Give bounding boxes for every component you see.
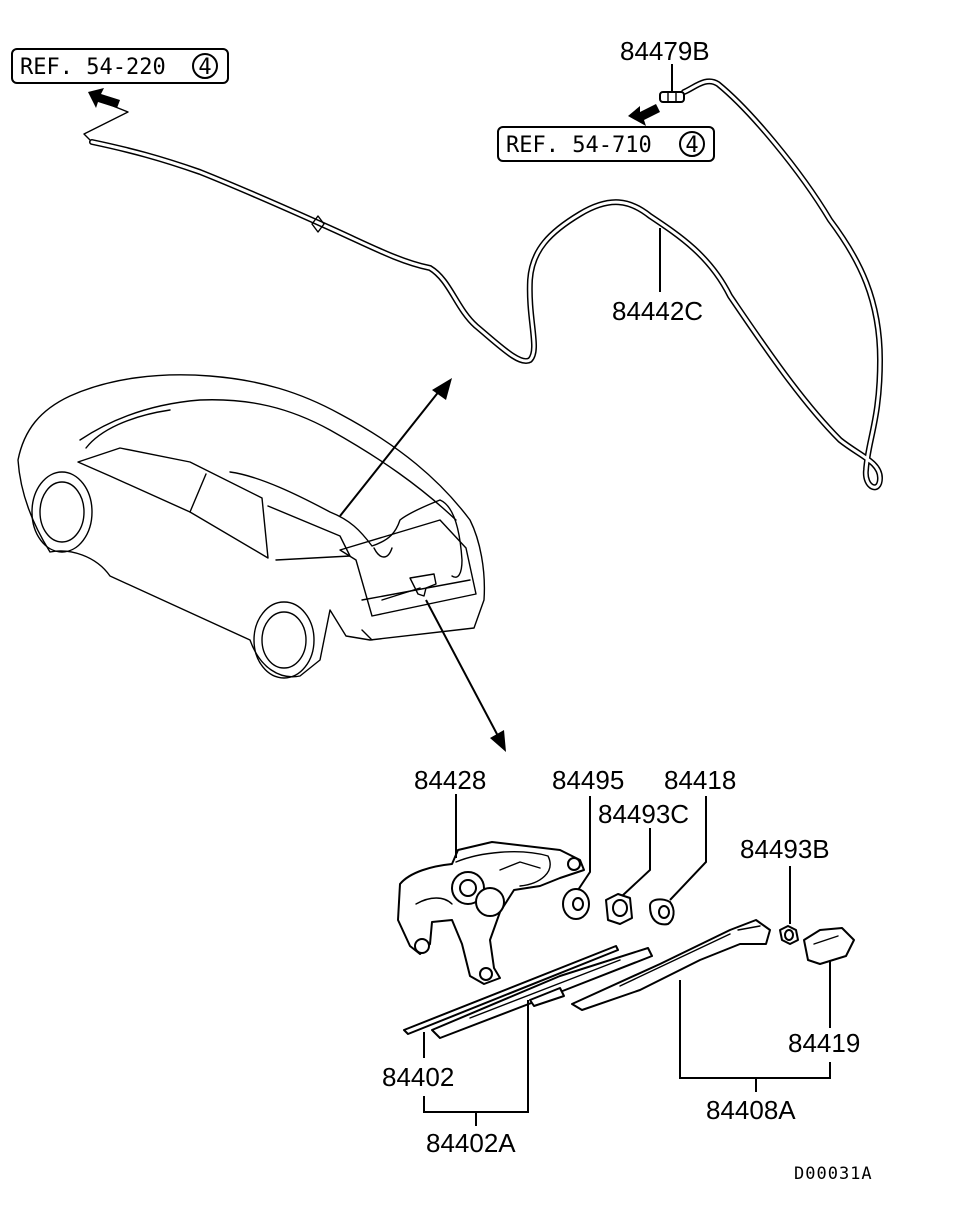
part-label-84493B[interactable]: 84493B — [740, 834, 830, 864]
part-label-84402[interactable]: 84402 — [382, 1062, 454, 1092]
washer-84495 — [562, 888, 590, 920]
pointer-arrow-icon — [339, 378, 452, 517]
ref-text-54-710: REF. 54-710 — [506, 133, 652, 158]
ref-box-54-220[interactable]: REF. 54-220 4 — [11, 48, 229, 84]
leader-line — [577, 796, 591, 891]
wiper-blade-84402A — [403, 945, 653, 1039]
circled-number-icon — [192, 53, 218, 79]
part-label-84428[interactable]: 84428 — [414, 765, 486, 795]
wiper-arm-84408A — [571, 919, 771, 1011]
part-label-84408A[interactable]: 84408A — [706, 1095, 796, 1125]
part-label-84442C[interactable]: 84442C — [612, 296, 703, 326]
part-label-84479B[interactable]: 84479B — [620, 36, 710, 66]
vehicle-illustration — [17, 374, 486, 679]
part-label-84402A[interactable]: 84402A — [426, 1128, 516, 1158]
ref-box-54-710[interactable]: REF. 54-710 4 — [497, 126, 715, 162]
diagram-code: D00031A — [794, 1164, 873, 1184]
hose-joint-84479B — [659, 91, 685, 103]
nut-84493B — [779, 925, 799, 945]
part-label-84418[interactable]: 84418 — [664, 765, 736, 795]
ref-circled-number-54-710: 4 — [685, 133, 698, 158]
nut-84493C — [605, 893, 633, 925]
part-label-84419[interactable]: 84419 — [788, 1028, 860, 1058]
part-label-84493C[interactable]: 84493C — [598, 799, 689, 829]
leader-line — [669, 796, 707, 901]
ref-direction-arrow-icon — [628, 104, 660, 126]
ref-direction-arrow-icon — [83, 88, 129, 143]
ref-text-54-220: REF. 54-220 — [20, 55, 166, 80]
cap-84418 — [649, 898, 675, 926]
circled-number-icon — [679, 131, 705, 157]
part-label-84495[interactable]: 84495 — [552, 765, 624, 795]
ref-circled-number-54-220: 4 — [198, 55, 211, 80]
cover-84419 — [803, 927, 855, 965]
pointer-arrow-icon — [425, 599, 506, 752]
washer-hose — [89, 78, 883, 491]
wiper-motor-84428 — [397, 841, 585, 985]
leader-line — [621, 828, 651, 897]
